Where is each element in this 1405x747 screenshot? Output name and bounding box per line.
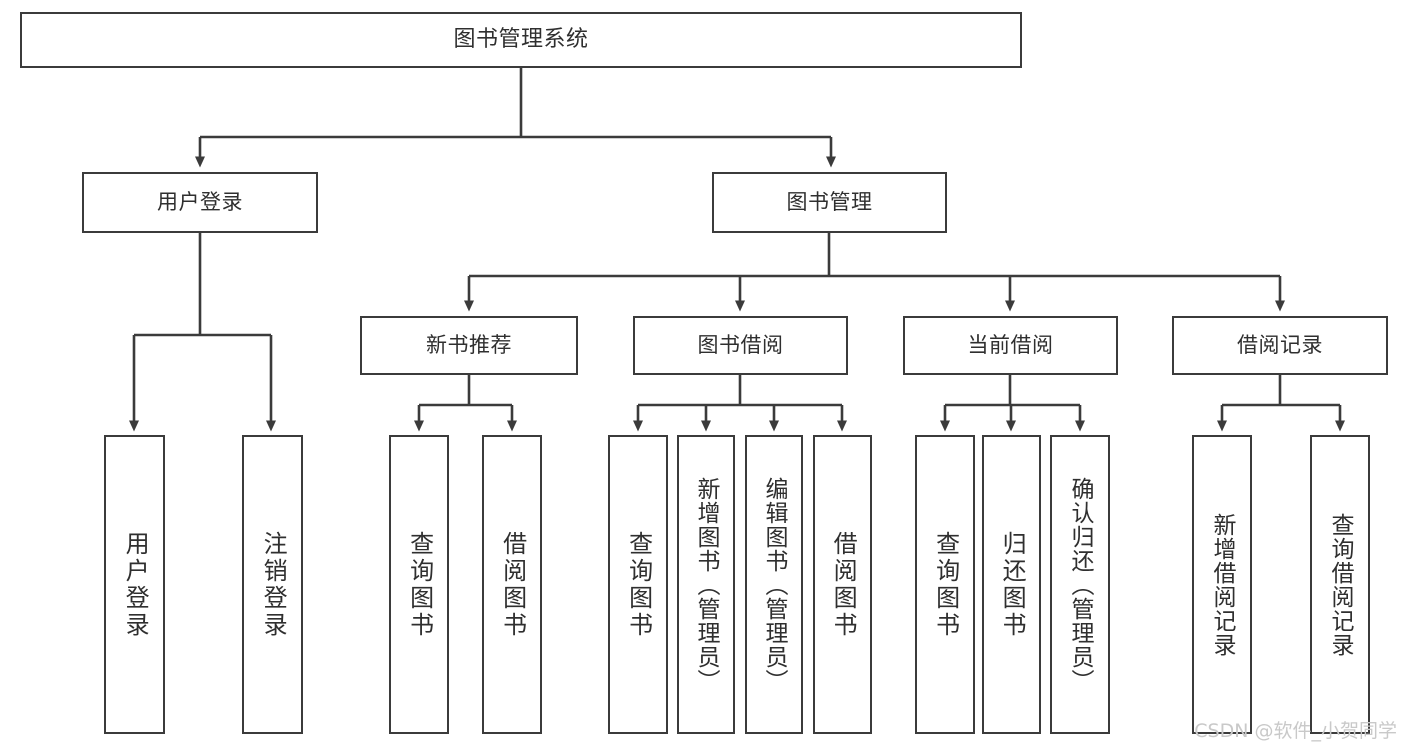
node-current-borrow[interactable]: 当前借阅 xyxy=(903,316,1118,375)
node-root-system[interactable]: 图书管理系统 xyxy=(20,12,1022,68)
node-book-borrow[interactable]: 图书借阅 xyxy=(633,316,848,375)
leaf-confirm-return-admin[interactable]: 确认归还（管理员） xyxy=(1050,435,1110,734)
leaf-query-book-recommend[interactable]: 查询图书 xyxy=(389,435,449,734)
node-label: 查询图书 xyxy=(931,530,960,639)
leaf-edit-book-admin[interactable]: 编辑图书（管理员） xyxy=(745,435,803,734)
watermark-text: CSDN @软件_小贺同学 xyxy=(1194,720,1397,742)
leaf-borrow-book-recommend[interactable]: 借阅图书 xyxy=(482,435,542,734)
node-label: 查询图书 xyxy=(624,530,653,639)
node-label: 编辑图书（管理员） xyxy=(761,476,788,693)
node-label: 借阅记录 xyxy=(1237,333,1323,358)
node-label: 用户登录 xyxy=(157,190,243,215)
node-label: 归还图书 xyxy=(998,530,1027,639)
node-label: 借阅图书 xyxy=(498,530,527,639)
leaf-borrow-book[interactable]: 借阅图书 xyxy=(813,435,872,734)
node-label: 新增借阅记录 xyxy=(1209,512,1236,657)
node-label: 当前借阅 xyxy=(967,333,1054,358)
leaf-query-book-current[interactable]: 查询图书 xyxy=(915,435,975,734)
node-label: 用户登录 xyxy=(121,530,150,639)
node-label: 查询借阅记录 xyxy=(1327,512,1354,657)
node-label: 新增图书（管理员） xyxy=(693,476,720,693)
node-user-login[interactable]: 用户登录 xyxy=(82,172,318,233)
node-new-book-recommend[interactable]: 新书推荐 xyxy=(360,316,578,375)
node-borrow-record[interactable]: 借阅记录 xyxy=(1172,316,1388,375)
node-label: 借阅图书 xyxy=(829,530,858,639)
leaf-query-borrow-record[interactable]: 查询借阅记录 xyxy=(1310,435,1370,734)
leaf-add-book-admin[interactable]: 新增图书（管理员） xyxy=(677,435,735,734)
node-label: 图书管理系统 xyxy=(453,27,589,53)
leaf-return-book[interactable]: 归还图书 xyxy=(982,435,1041,734)
node-label: 查询图书 xyxy=(405,530,434,639)
node-label: 图书管理 xyxy=(786,190,873,215)
node-label: 注销登录 xyxy=(259,530,288,639)
node-label: 图书借阅 xyxy=(697,333,784,358)
leaf-add-borrow-record[interactable]: 新增借阅记录 xyxy=(1192,435,1252,734)
node-label: 新书推荐 xyxy=(426,333,512,358)
leaf-user-login[interactable]: 用户登录 xyxy=(104,435,165,734)
node-label: 确认归还（管理员） xyxy=(1067,476,1094,693)
leaf-user-logout[interactable]: 注销登录 xyxy=(242,435,303,734)
leaf-query-book-borrow[interactable]: 查询图书 xyxy=(608,435,668,734)
node-book-management[interactable]: 图书管理 xyxy=(712,172,947,233)
